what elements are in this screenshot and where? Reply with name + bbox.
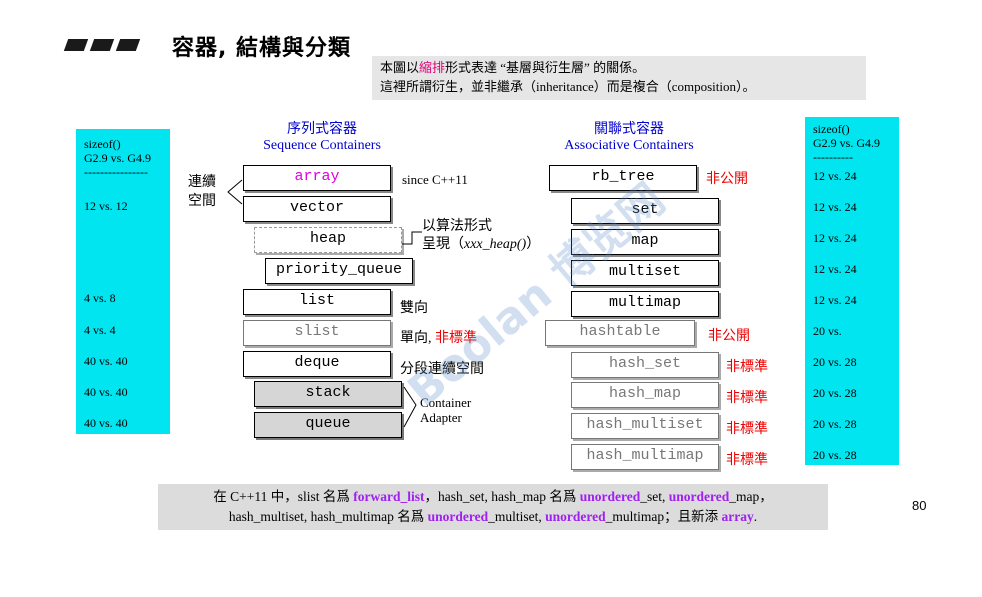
container-hash-map: hash_map [571,382,719,408]
bottom-text: _map， [729,489,773,504]
container-adapter-label: Container Adapter [420,395,472,425]
sequence-header: 序列式容器 Sequence Containers [242,118,402,154]
page-title: 容器, 結構與分類 [172,36,352,61]
nonstandard-tag: 非標準 [435,331,477,346]
contiguous-label: 連續 空間 [188,175,216,209]
bottom-highlight: forward_list [353,489,425,504]
nonstandard-tag: 非標準 [726,422,768,437]
size-header-version: G2.9 vs. G4.9 [813,136,881,150]
container-list: list [243,289,391,315]
size-value: 20 vs. 28 [813,448,857,462]
bottom-highlight: unordered [668,489,730,504]
page-number: 80 [912,498,927,513]
nonstandard-tag: 非標準 [726,453,768,468]
sequence-header-en: Sequence Containers [263,138,381,153]
since-cxx11-label: since C++11 [402,172,468,187]
nonstandard-tag: 非標準 [726,360,768,375]
container-slist: slist [243,320,391,346]
sequence-header-zh: 序列式容器 [287,122,357,137]
algo-form-label: 以算法形式 [422,219,492,234]
associative-header-en: Associative Containers [564,138,694,153]
title-bars-icon [63,38,144,56]
bottom-note: 在 C++11 中，slist 名爲 forward_list，hash_set… [158,484,828,530]
note-text: 本圖以 [380,60,420,75]
size-value: 12 vs. 24 [813,231,857,245]
bottom-text: _set, [640,489,669,504]
size-header-version: G2.9 vs. G4.9 [84,151,152,165]
heap-bracket-icon [402,231,422,245]
size-value: 20 vs. [813,324,842,338]
container-array: array [243,165,391,191]
size-value: 12 vs. 24 [813,262,857,276]
size-value: 4 vs. 8 [84,291,116,305]
left-brace-icon [227,179,243,205]
container-priority-queue: priority_queue [265,258,413,284]
size-value: 40 vs. 40 [84,416,128,430]
segmented-label: 分段連續空間 [400,362,484,377]
bottom-text: 在 C++11 中，slist 名爲 [213,489,354,504]
bottom-highlight: array [721,509,754,524]
nonstandard-tag: 非標準 [726,391,768,406]
size-value: 40 vs. 40 [84,354,128,368]
container-deque: deque [243,351,391,377]
bottom-text: hash_multiset, hash_multimap 名爲 [228,509,428,524]
size-separator: ---------- [813,150,853,164]
container-multiset: multiset [571,260,719,286]
singly-text: 單向, [400,331,432,346]
nonpublic-tag: 非公開 [706,172,748,187]
size-value: 12 vs. 24 [813,169,857,183]
size-value: 12 vs. 12 [84,199,128,213]
bottom-text: _multimap；且新添 [605,509,722,524]
singly-linked-label: 單向, 非標準 [400,327,477,347]
note-box: 本圖以縮排形式表達 “基層與衍生層” 的關係。 這裡所謂衍生，並非繼承（inhe… [372,56,866,100]
size-header: sizeof() [813,122,850,136]
container-vector: vector [243,196,391,222]
size-value: 20 vs. 28 [813,417,857,431]
size-header: sizeof() [84,137,121,151]
bottom-highlight: unordered [545,509,606,524]
algo-present-label: 呈現（xxx_heap()） [422,233,540,253]
nonpublic-tag: 非公開 [708,329,750,344]
size-value: 12 vs. 24 [813,293,857,307]
container-hashtable: hashtable [545,320,695,346]
size-value: 4 vs. 4 [84,323,116,337]
doubly-linked-label: 雙向 [400,301,428,316]
bottom-text: _multiset, [488,509,546,524]
size-value: 40 vs. 40 [84,385,128,399]
bottom-highlight: unordered [427,509,489,524]
algo-text: 呈現（ [422,237,464,252]
container-stack: stack [254,381,402,407]
associative-header-zh: 關聯式容器 [594,122,664,137]
container-heap: heap [254,227,402,253]
note-line-2: 這裡所謂衍生，並非繼承（inheritance）而是複合（composition… [380,79,756,94]
algo-text: ） [526,237,541,252]
size-value: 20 vs. 28 [813,355,857,369]
bottom-text: . [753,509,758,524]
size-value: 20 vs. 28 [813,386,857,400]
bottom-highlight: unordered [579,489,641,504]
container-queue: queue [254,412,402,438]
container-rb-tree: rb_tree [549,165,697,191]
left-size-panel: sizeof() G2.9 vs. G4.9 ---------------- … [76,129,170,434]
container-map: map [571,229,719,255]
container-set: set [571,198,719,224]
size-separator: ---------------- [84,165,148,179]
algo-name: xxx_heap() [464,237,527,252]
container-hash-multimap: hash_multimap [571,444,719,470]
note-highlight: 縮排 [419,60,446,75]
right-size-panel: sizeof() G2.9 vs. G4.9 ---------- 12 vs.… [805,117,899,465]
note-text: 形式表達 “基層與衍生層” 的關係。 [445,60,646,75]
associative-header: 關聯式容器 Associative Containers [548,118,710,154]
container-hash-set: hash_set [571,352,719,378]
container-multimap: multimap [571,291,719,317]
size-value: 12 vs. 24 [813,200,857,214]
bottom-text: ，hash_set, hash_map 名爲 [424,489,580,504]
right-brace-icon [403,386,417,428]
container-hash-multiset: hash_multiset [571,413,719,439]
